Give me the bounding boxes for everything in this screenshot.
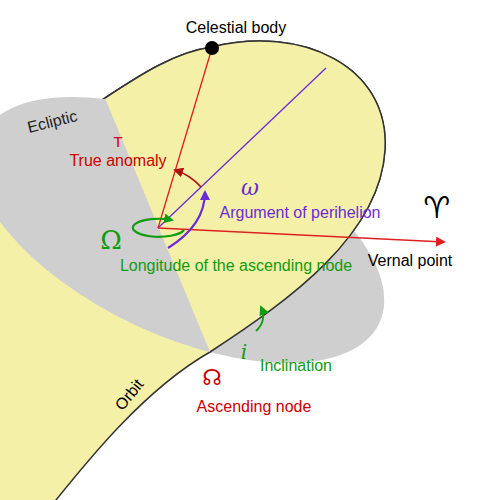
perihelion-line	[158, 68, 326, 228]
angle-symbol: i	[241, 341, 247, 363]
perihelion-arc	[168, 192, 205, 248]
aries-symbol: ♈	[424, 191, 451, 224]
vernal-direction	[158, 228, 444, 242]
inclination-arc	[256, 307, 263, 331]
orbit-upper-half	[105, 41, 385, 352]
body-label: Celestial body	[186, 19, 287, 37]
node-symbol: ☊	[202, 366, 222, 390]
angle-label: Longitude of the ascending node	[120, 257, 352, 275]
celestial-body-dot	[205, 41, 219, 55]
true-anomaly-arc	[175, 170, 201, 187]
node-label: Ascending node	[197, 398, 312, 416]
angle-symbol: ω	[241, 176, 259, 200]
direction-label: Vernal point	[368, 252, 453, 270]
node-longitude-arrow	[133, 219, 184, 237]
angle-label: Inclination	[260, 357, 332, 375]
anomaly-symbol: T	[113, 134, 122, 151]
angle-symbol: Ω	[100, 226, 122, 255]
angle-label: Argument of perihelion	[220, 204, 381, 222]
angle-label: True anomaly	[69, 152, 166, 170]
orbit-upper-arc	[105, 41, 385, 352]
